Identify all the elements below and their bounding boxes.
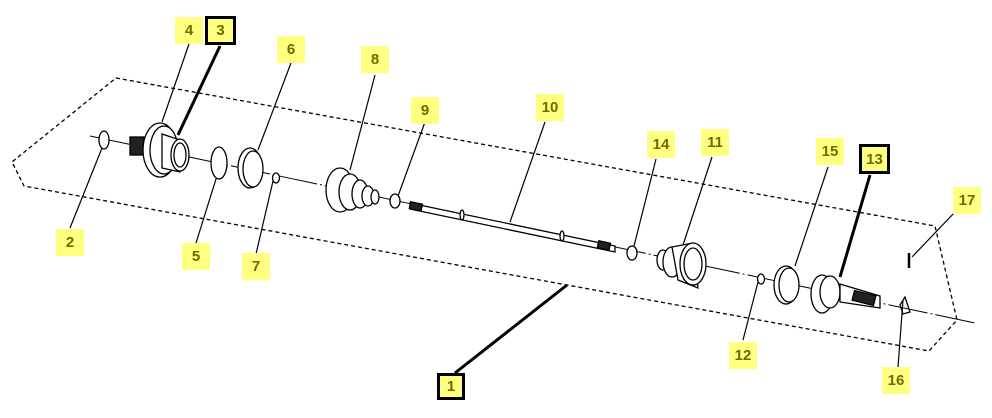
part-5-circlip xyxy=(210,146,228,180)
part-16-pin xyxy=(899,295,911,315)
part-10-shaft xyxy=(408,201,616,253)
part-9-ring xyxy=(389,193,401,209)
callout-16[interactable]: 16 xyxy=(882,367,910,394)
part-13-outer-joint xyxy=(810,274,881,314)
callout-1[interactable]: 1 xyxy=(437,373,465,400)
callout-12[interactable]: 12 xyxy=(729,342,757,369)
callout-5[interactable]: 5 xyxy=(182,243,210,270)
callout-3[interactable]: 3 xyxy=(205,16,236,45)
part-14-ring xyxy=(626,245,638,261)
callout-17[interactable]: 17 xyxy=(953,187,981,214)
callout-8[interactable]: 8 xyxy=(361,46,389,73)
callout-11[interactable]: 11 xyxy=(701,129,729,156)
part-3-outer-joint xyxy=(129,122,190,178)
part-8-boot xyxy=(325,167,380,213)
callout-13[interactable]: 13 xyxy=(859,144,890,174)
callout-2[interactable]: 2 xyxy=(56,229,84,256)
callout-15[interactable]: 15 xyxy=(816,138,844,165)
callout-7[interactable]: 7 xyxy=(242,253,270,280)
part-7-ring xyxy=(271,172,281,184)
part-11-boot xyxy=(656,242,707,290)
callout-6[interactable]: 6 xyxy=(277,36,305,63)
callout-9[interactable]: 9 xyxy=(411,97,439,124)
callout-4[interactable]: 4 xyxy=(175,17,203,44)
part-12-ring xyxy=(756,273,766,285)
callout-14[interactable]: 14 xyxy=(647,131,675,158)
leader-lines xyxy=(69,43,956,375)
callout-10[interactable]: 10 xyxy=(536,94,564,121)
part-2-ring xyxy=(98,130,110,150)
